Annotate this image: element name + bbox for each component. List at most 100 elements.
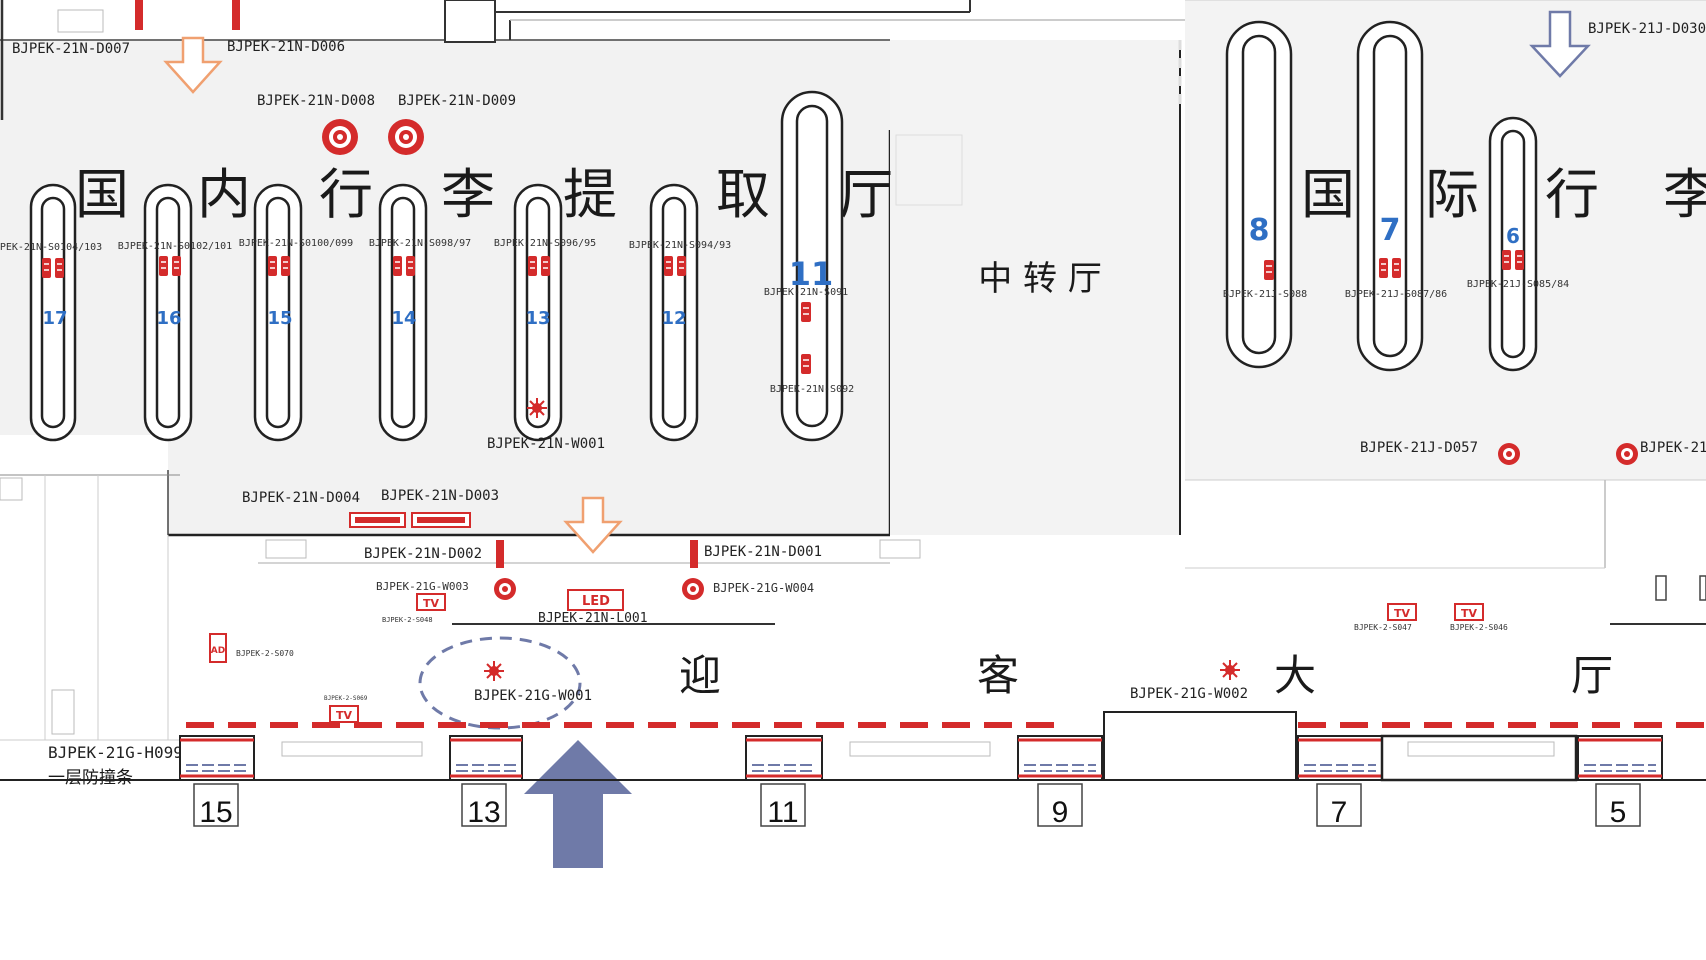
left-grille-bottom xyxy=(51,689,75,735)
label-d003: BJPEK-21N-D003 xyxy=(381,488,499,504)
carousel-7[interactable]: 7 BJPEK-21J-S087/86 xyxy=(1345,20,1447,372)
left-grille-top xyxy=(0,477,23,501)
label-d007: BJPEK-21N-D007 xyxy=(12,41,130,57)
label-d030: BJPEK-21J-D030 xyxy=(1588,21,1706,37)
carousel-8[interactable]: 8 BJPEK-21J-S088 xyxy=(1223,20,1307,369)
center-hall-block xyxy=(1103,711,1297,781)
svg-text:13: 13 xyxy=(467,796,500,829)
domestic-hall-lower-panel xyxy=(168,435,890,535)
star-marker-g002[interactable] xyxy=(1219,659,1241,681)
ring-marker-d056[interactable] xyxy=(1616,443,1638,465)
arrival-hall-title: 迎 客 大 厅 xyxy=(679,651,1613,700)
exit-door-13[interactable] xyxy=(449,735,523,781)
carousel-12-number: 12 xyxy=(661,308,686,329)
carousel-7-number: 7 xyxy=(1380,213,1401,248)
svg-text:15: 15 xyxy=(199,796,232,829)
label-s046: BJPEK-2-S046 xyxy=(1450,623,1508,632)
carousel-16[interactable]: BJPEK-21N-S0102/101 16 xyxy=(118,183,232,442)
label-s047: BJPEK-2-S047 xyxy=(1354,623,1412,632)
ad-sign-s070[interactable]: AD xyxy=(209,633,227,663)
carousel-14-number: 14 xyxy=(391,308,416,329)
exit-door-9[interactable] xyxy=(1017,735,1103,781)
arrival-hall-char-3: 大 xyxy=(1274,651,1316,700)
ring-marker-g004[interactable] xyxy=(682,578,704,600)
transfer-hall-panel xyxy=(890,40,1180,535)
exit-door-7[interactable] xyxy=(1297,735,1383,781)
gate-number-13[interactable]: 13 xyxy=(461,783,507,829)
ring-marker-d009[interactable] xyxy=(388,119,424,155)
label-d002: BJPEK-21N-D002 xyxy=(364,546,482,562)
svg-text:LED: LED xyxy=(582,594,610,609)
ring-marker-g003[interactable] xyxy=(494,578,516,600)
right-door-icon-1 xyxy=(1655,575,1667,601)
label-d001: BJPEK-21N-D001 xyxy=(704,544,822,560)
arrival-hall-char-2: 客 xyxy=(977,651,1019,700)
carousel-12[interactable]: BJPEK-21N-S094/93 12 xyxy=(629,183,731,442)
carousel-16-code: BJPEK-21N-S0102/101 xyxy=(118,241,232,252)
carousel-11[interactable]: 11 BJPEK-21N-S091 BJPEK-21N-S092 xyxy=(764,90,854,442)
intl-hall-char-4: 李 xyxy=(1663,163,1706,226)
carousel-13-code: BJPEK-21N-S096/95 xyxy=(494,238,596,249)
exit-door-11[interactable] xyxy=(745,735,823,781)
transfer-hall-inner-box xyxy=(895,134,963,206)
grille-d001-right xyxy=(879,539,921,559)
label-g002: BJPEK-21G-W002 xyxy=(1130,686,1248,702)
tv-sign-g003[interactable]: TV xyxy=(416,593,446,611)
carousel-11-code-2: BJPEK-21N-S092 xyxy=(770,384,854,395)
label-s048: BJPEK-2-S048 xyxy=(382,616,433,624)
ring-marker-d057[interactable] xyxy=(1498,443,1520,465)
domestic-hall-char-5: 提 xyxy=(563,163,617,226)
arrival-hall-char-4: 厅 xyxy=(1571,651,1613,700)
down-arrow-orange-mid-icon xyxy=(563,496,623,554)
down-arrow-orange-top-icon xyxy=(163,36,223,94)
star-marker-g001[interactable] xyxy=(483,660,505,682)
svg-text:AD: AD xyxy=(211,646,225,656)
tv-sign-s069[interactable]: TV xyxy=(329,705,359,723)
domestic-hall-char-7: 厅 xyxy=(839,163,893,226)
arrival-hall-char-1: 迎 xyxy=(679,651,721,700)
svg-text:TV: TV xyxy=(1394,607,1411,620)
carousel-12-code: BJPEK-21N-S094/93 xyxy=(629,240,731,251)
ring-marker-d008[interactable] xyxy=(322,119,358,155)
carousel-6[interactable]: 6 BJPEK-21J-S085/84 xyxy=(1467,116,1569,372)
carousel-8-number: 8 xyxy=(1249,213,1270,248)
transfer-hall-title: 中 转 厅 xyxy=(978,259,1102,299)
label-d009: BJPEK-21N-D009 xyxy=(398,93,516,109)
svg-text:9: 9 xyxy=(1052,796,1069,829)
led-sign-l001[interactable]: LED xyxy=(567,589,624,611)
carousel-15[interactable]: BJPEK-21N-S0100/099 15 xyxy=(239,183,353,442)
gate-number-5[interactable]: 5 xyxy=(1595,783,1641,829)
carousel-15-code: BJPEK-21N-S0100/099 xyxy=(239,238,353,249)
top-left-marker-2 xyxy=(232,0,240,30)
label-g003: BJPEK-21G-W003 xyxy=(376,580,469,593)
carousel-17[interactable]: BJPEK-21N-S0104/103 17 xyxy=(0,183,102,442)
exit-door-15[interactable] xyxy=(179,735,255,781)
carousel-14[interactable]: BJPEK-21N-S098/97 14 xyxy=(369,183,471,442)
domestic-hall-char-4: 李 xyxy=(441,163,495,226)
tv-sign-s046[interactable]: TV xyxy=(1454,603,1484,621)
svg-text:11: 11 xyxy=(767,796,798,829)
gate-number-7[interactable]: 7 xyxy=(1316,783,1362,829)
marker-d002[interactable] xyxy=(496,540,504,568)
carousel-6-number: 6 xyxy=(1506,224,1520,248)
carousel-6-code: BJPEK-21J-S085/84 xyxy=(1467,279,1569,290)
exit-door-row xyxy=(0,711,1706,782)
marker-d001[interactable] xyxy=(690,540,698,568)
svg-text:5: 5 xyxy=(1610,796,1627,829)
grille-between-11-9 xyxy=(849,741,991,757)
gate-number-15[interactable]: 15 xyxy=(193,783,239,829)
domestic-hall-char-2: 内 xyxy=(197,163,251,226)
carousel-13[interactable]: BJPEK-21N-S096/95 13 xyxy=(494,183,596,442)
label-d056: BJPEK-21J-D056 xyxy=(1640,440,1706,456)
exit-door-5[interactable] xyxy=(1577,735,1663,781)
grille-between-15-13 xyxy=(281,741,423,757)
top-left-marker-1 xyxy=(135,0,143,30)
label-s070: BJPEK-2-S070 xyxy=(236,649,294,658)
svg-text:TV: TV xyxy=(336,709,353,722)
gate-number-11[interactable]: 11 xyxy=(760,783,806,829)
carousel-14-code: BJPEK-21N-S098/97 xyxy=(369,238,471,249)
carousel-11-number: 11 xyxy=(789,255,834,293)
gate-number-9[interactable]: 9 xyxy=(1037,783,1083,829)
tv-sign-s047[interactable]: TV xyxy=(1387,603,1417,621)
label-g004: BJPEK-21G-W004 xyxy=(713,581,814,595)
